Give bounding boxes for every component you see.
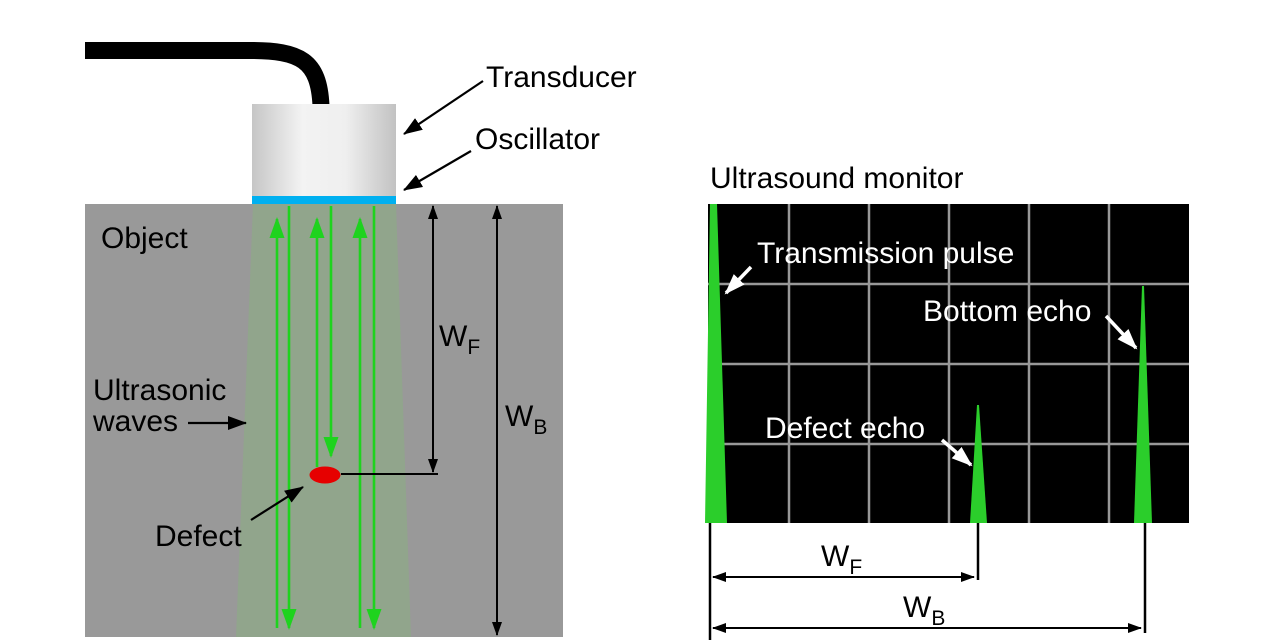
- transducer-label: Transducer: [486, 61, 637, 94]
- monitor-wb-label-main: W: [903, 591, 932, 624]
- wb-label-main: W: [505, 400, 534, 433]
- defect-echo-pointer-arrow: [940, 438, 973, 467]
- wf-label-main: W: [439, 320, 468, 353]
- monitor-wf-label-main: W: [821, 540, 850, 573]
- defect-ellipse: [309, 466, 341, 484]
- monitor-grid: [708, 204, 1189, 523]
- object-label: Object: [101, 222, 188, 255]
- transducer-cable: [85, 42, 330, 107]
- ultrasonic-waves-label-line1: Ultrasonic: [93, 374, 226, 407]
- wb-label-sub: B: [533, 416, 547, 439]
- ultrasound-beam: [236, 204, 411, 637]
- defect-echo-label: Defect echo: [765, 412, 925, 445]
- monitor-wb-label: WB: [903, 591, 945, 630]
- transducer-pointer-arrow: [403, 80, 484, 135]
- wb-label: WB: [505, 400, 547, 439]
- defect-echo-spike: [970, 405, 987, 523]
- bottom-echo-label: Bottom echo: [923, 295, 1091, 328]
- bottom-echo-spike: [1134, 286, 1152, 523]
- bottom-echo-pointer-arrow: [1104, 314, 1138, 350]
- ultrasonic-waves-label-line2: waves: [92, 405, 178, 438]
- monitor-title: Ultrasound monitor: [710, 162, 963, 195]
- monitor-wf-label-sub: F: [849, 556, 862, 579]
- wf-label-sub: F: [467, 336, 480, 359]
- monitor-wf-label: WF: [821, 540, 862, 579]
- monitor-wb-label-sub: B: [931, 607, 945, 630]
- transmission-pulse-spike: [705, 204, 727, 523]
- oscillator-label: Oscillator: [475, 123, 600, 156]
- transmission-pulse-label: Transmission pulse: [757, 237, 1014, 270]
- defect-pointer-arrow: [250, 486, 304, 521]
- wf-label: WF: [439, 320, 480, 359]
- transmission-pulse-pointer-arrow: [724, 265, 753, 295]
- transducer-body: [252, 104, 396, 196]
- defect-label: Defect: [155, 520, 242, 553]
- oscillator-pointer-arrow: [403, 150, 472, 191]
- oscillator-strip: [252, 196, 396, 204]
